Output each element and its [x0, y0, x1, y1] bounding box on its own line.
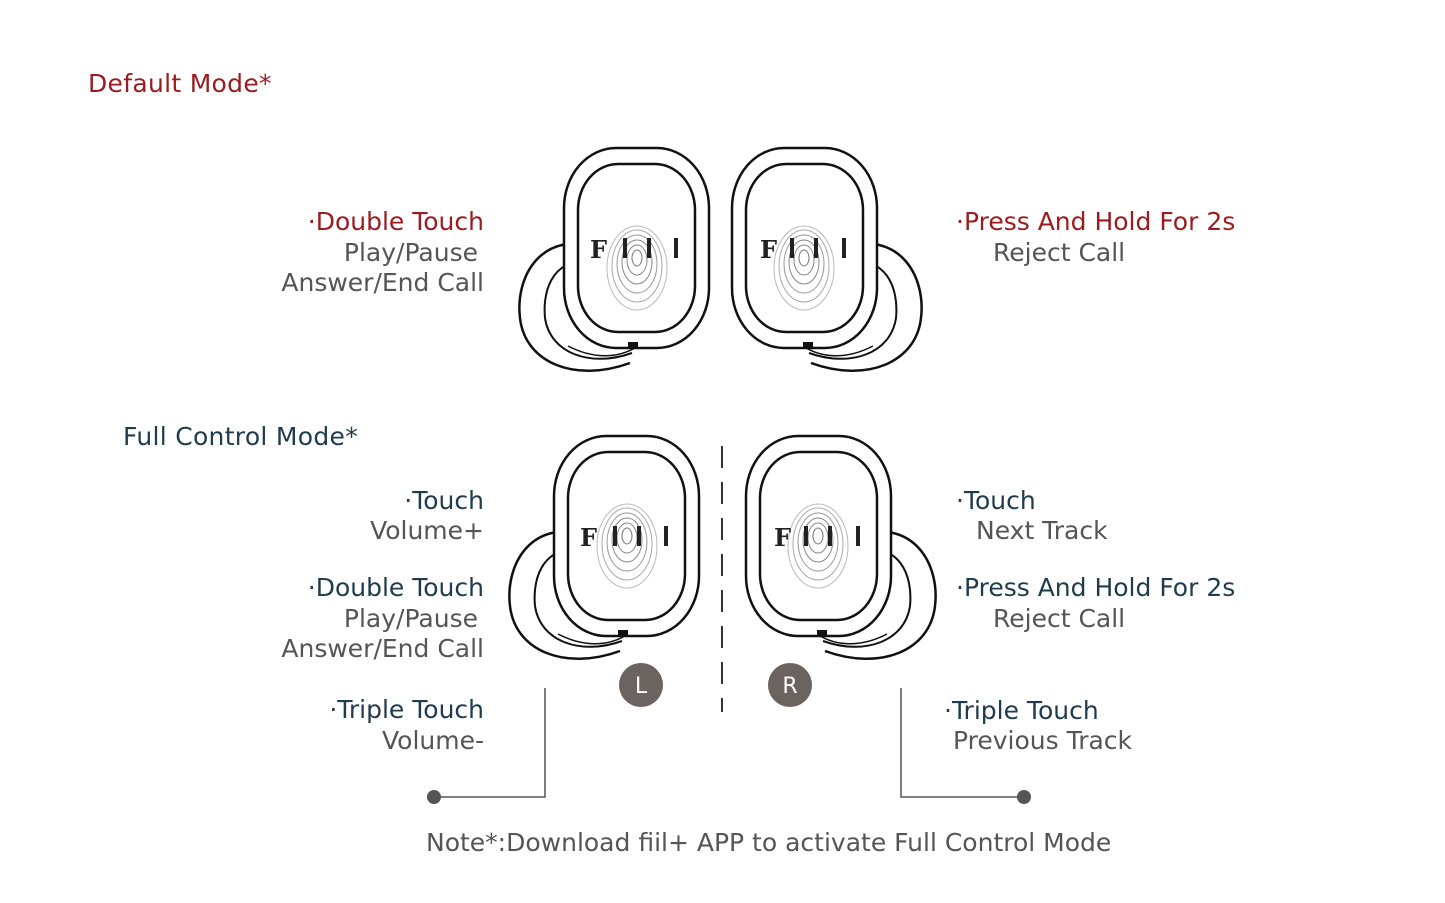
full-right-action: Next Track	[976, 516, 1108, 545]
left-badge-label: L	[635, 674, 648, 699]
full-control-mode-title: Full Control Mode*	[123, 422, 359, 451]
full-left-earbud: F	[508, 434, 701, 661]
full-right-action: Previous Track	[953, 726, 1133, 755]
earbud-logo: F	[580, 523, 597, 552]
earbud-logo: F	[590, 235, 607, 264]
left-connector	[427, 688, 546, 804]
default-mode-title: Default Mode*	[88, 69, 272, 98]
default-left-earbud: F	[518, 146, 711, 373]
right-badge: R	[768, 663, 812, 707]
full-right-gesture: ·Press And Hold For 2s	[956, 573, 1236, 602]
default-right-earbud: F	[730, 146, 923, 373]
default-right-action: Reject Call	[993, 238, 1126, 267]
full-right-gesture: ·Triple Touch	[944, 696, 1099, 725]
full-left-gesture: ·Triple Touch	[329, 695, 484, 724]
full-right-action: Reject Call	[993, 604, 1126, 633]
default-left-action: Play/Pause	[343, 238, 478, 267]
default-right-gesture: ·Press And Hold For 2s	[956, 207, 1236, 236]
footnote: Note*:Download fiil+ APP to activate Ful…	[426, 828, 1112, 857]
default-left-gesture: ·Double Touch	[307, 207, 484, 236]
full-left-action: Volume+	[370, 516, 484, 545]
full-left-action: Play/Pause	[343, 604, 478, 633]
right-badge-label: R	[782, 674, 797, 699]
full-left-gesture: ·Double Touch	[307, 573, 484, 602]
earbud-logo: F	[774, 523, 791, 552]
default-left-action: Answer/End Call	[281, 268, 484, 297]
full-left-gesture: ·Touch	[404, 486, 484, 515]
full-right-gesture: ·Touch	[956, 486, 1036, 515]
full-left-action: Volume-	[381, 726, 484, 755]
left-badge: L	[619, 663, 663, 707]
full-right-earbud: F	[744, 434, 937, 661]
earbud-logo: F	[760, 235, 777, 264]
right-connector	[900, 688, 1031, 804]
full-left-action: Answer/End Call	[281, 634, 484, 663]
